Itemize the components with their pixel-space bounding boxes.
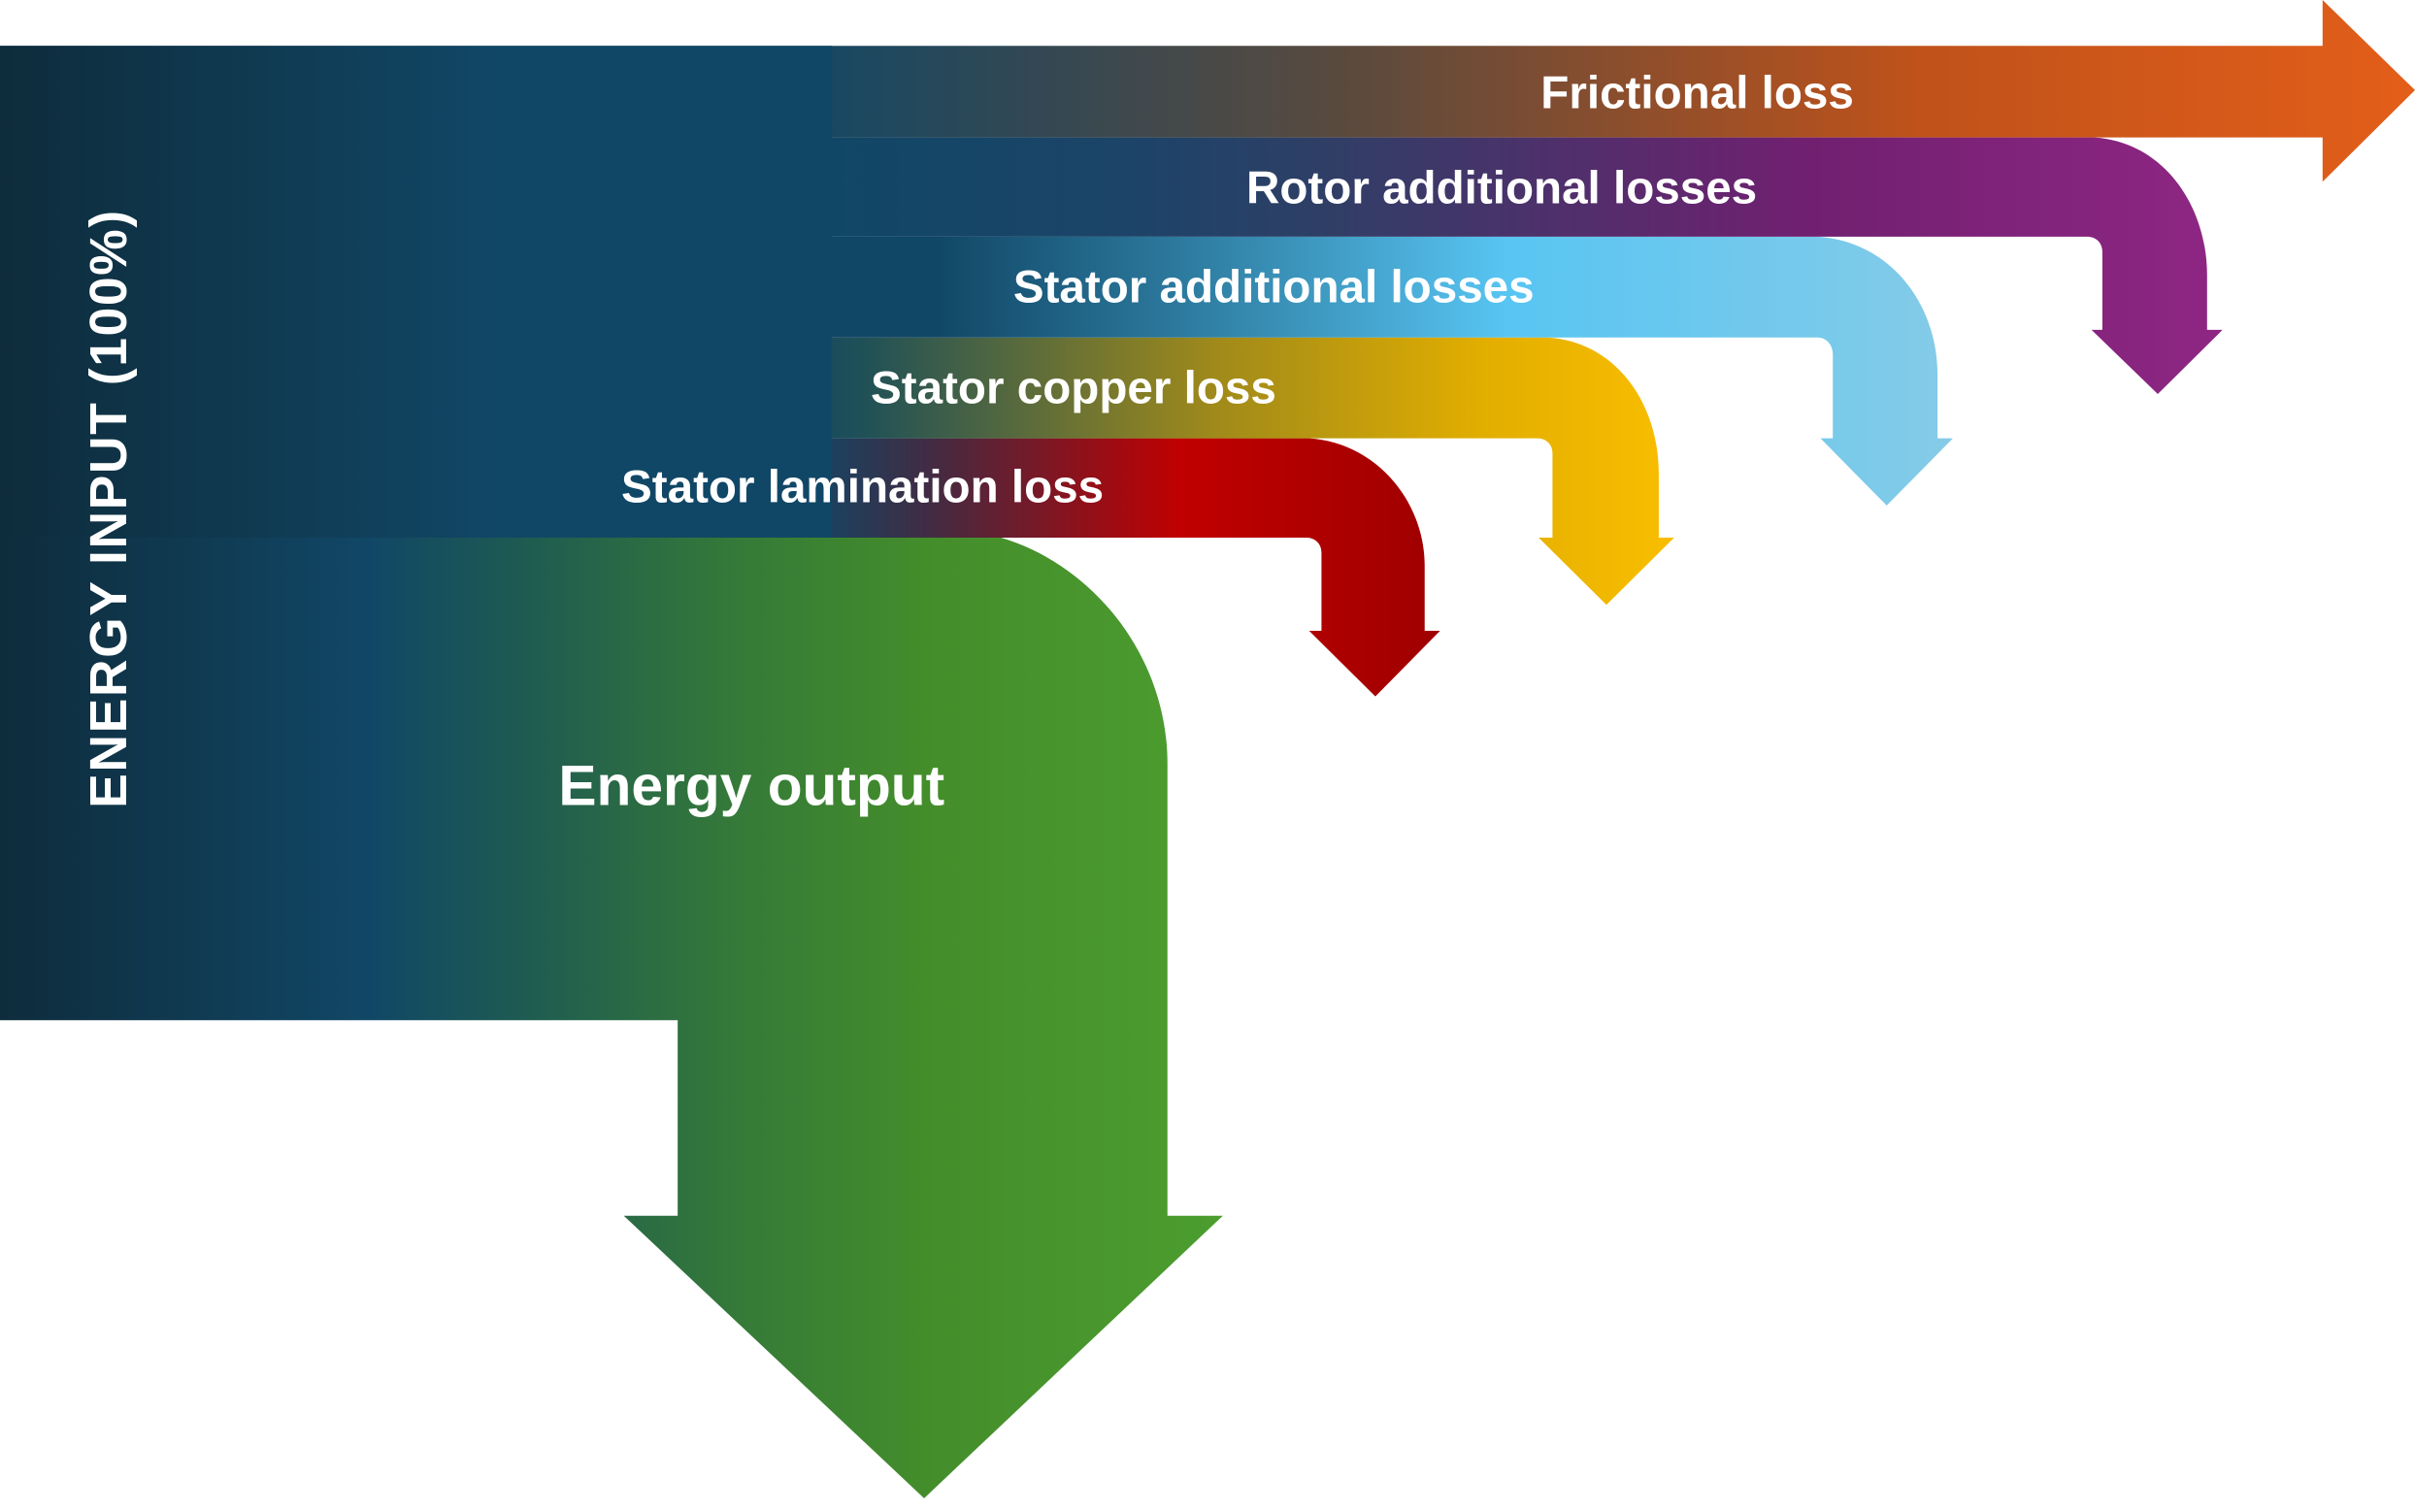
- energy-output-arrow: [0, 537, 1223, 1498]
- label-stator-copper-loss: Stator copper loss: [871, 363, 1276, 414]
- label-stator-lamination-loss: Stator lamination loss: [621, 462, 1104, 513]
- label-energy-output: Energy output: [558, 755, 944, 818]
- label-rotor-additional-losses: Rotor additional losses: [1246, 162, 1757, 214]
- label-frictional-loss: Frictional loss: [1540, 68, 1854, 119]
- label-energy-input: ENERGY INPUT (100%): [80, 209, 138, 808]
- energy-input-block: [0, 46, 832, 538]
- label-stator-additional-losses: Stator additional losses: [1013, 262, 1535, 313]
